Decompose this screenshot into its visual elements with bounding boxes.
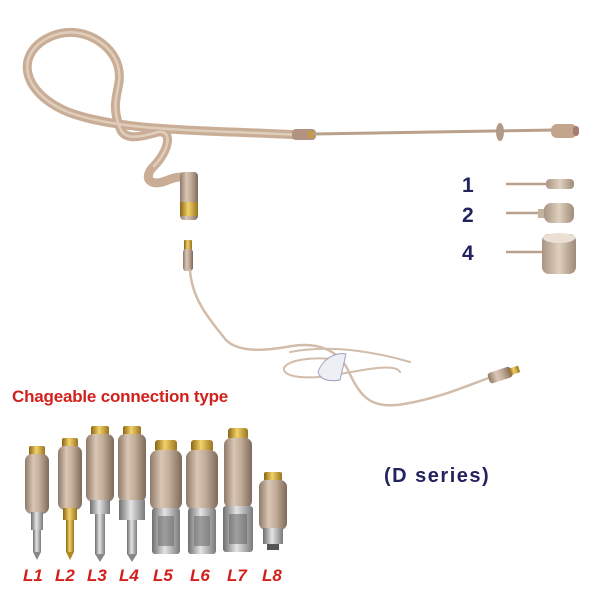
connector-l1 [25, 446, 49, 560]
capsule-option-1 [546, 179, 574, 189]
mic-capsule [551, 124, 577, 138]
connector-label-l2: L2 [55, 566, 75, 585]
connector-label-l3: L3 [87, 566, 107, 585]
capsule-label-4: 4 [462, 242, 474, 265]
capsule-option-2 [544, 203, 574, 223]
cable-plug-top [183, 249, 193, 271]
connector-l6 [186, 440, 218, 554]
connector-label-l8: L8 [262, 566, 282, 585]
connector-l2 [58, 438, 82, 560]
connector-l5 [150, 440, 182, 554]
connector-label-l7: L7 [227, 566, 247, 585]
connection-type-heading: Chageable connection type [12, 387, 229, 406]
capsule-label-2: 2 [462, 204, 474, 227]
connector-l8 [259, 472, 287, 550]
connector-label-l6: L6 [190, 566, 210, 585]
boom-arm [312, 128, 558, 136]
connector-l3 [86, 426, 114, 562]
connector-label-l5: L5 [153, 566, 173, 585]
connector-l7 [223, 428, 253, 552]
series-label: (D series) [384, 465, 491, 487]
cable-plug-end [487, 365, 520, 384]
capsule-option-4 [542, 234, 576, 274]
connector-label-l4: L4 [119, 566, 139, 585]
connector-label-l1: L1 [23, 566, 43, 585]
connector-l4 [118, 426, 146, 562]
cable-tie [317, 353, 347, 382]
capsule-label-1: 1 [462, 174, 474, 197]
